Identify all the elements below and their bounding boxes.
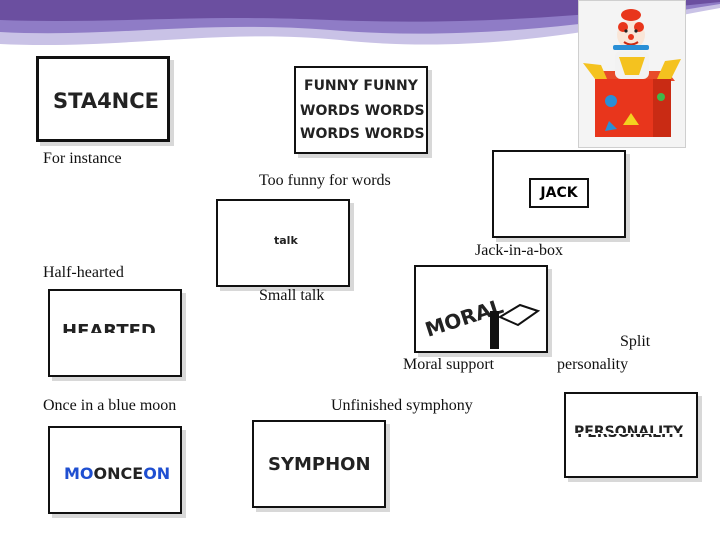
hearted-clip: HEARTED [62, 321, 172, 333]
puzzle-card-moral-support: MORAL [414, 265, 548, 353]
puzzle-line: WORDS WORDS [300, 126, 425, 142]
puzzle-text: SYMPHON [268, 454, 371, 475]
puzzle-card-half-hearted: HEARTED [48, 289, 182, 377]
puzzle-text: JACK [540, 185, 578, 201]
puzzle-card-split-personality: PERSONALITY PERSONALITY [564, 392, 698, 478]
answer-moral-support: Moral support [403, 356, 495, 373]
answer-split-line1: Split [620, 333, 651, 350]
puzzle-text: talk [274, 234, 298, 247]
puzzle-card-stance: STA4NCE [36, 56, 170, 142]
header-wave-decoration [0, 0, 720, 46]
moral-support-drawing: MORAL [422, 294, 541, 349]
jack-in-the-box-icon [579, 1, 685, 147]
answer-split-line2: personality [557, 356, 629, 373]
puzzle-card-blue-moon: MOONCEON [48, 426, 182, 514]
answer-unfinished-symphony: Unfinished symphony [331, 397, 473, 414]
jack-in-the-box-photo [578, 0, 686, 148]
support-pillar [490, 311, 499, 349]
puzzle-card-funny-words: FUNNY FUNNY WORDS WORDS WORDS WORDS [294, 66, 428, 154]
puzzle-card-small-talk: talk [216, 199, 350, 287]
moon-middle: ONCE [93, 464, 144, 483]
personality-top-half: PERSONALITY [574, 424, 683, 433]
jack-inner-box: JACK [529, 178, 589, 208]
answer-for-instance: For instance [43, 150, 122, 167]
answer-too-funny-for-words: Too funny for words [259, 172, 391, 189]
pointing-hand-icon [497, 303, 541, 327]
puzzle-text: STA4NCE [53, 89, 160, 113]
answer-jack-in-a-box: Jack-in-a-box [475, 242, 563, 259]
puzzle-card-symphony: SYMPHON [252, 420, 386, 508]
answer-half-hearted: Half-hearted [43, 264, 124, 281]
puzzle-line: WORDS WORDS [300, 103, 425, 119]
answer-small-talk: Small talk [259, 287, 325, 304]
puzzle-text: HEARTED [62, 321, 156, 333]
moon-word: MOONCEON [64, 464, 170, 483]
personality-bottom-half: PERSONALITY [577, 434, 697, 443]
moon-prefix: MO [64, 464, 94, 483]
moon-suffix: ON [143, 464, 171, 483]
answer-once-in-a-blue-moon: Once in a blue moon [43, 397, 177, 414]
puzzle-line: FUNNY FUNNY [304, 78, 418, 94]
puzzle-card-jack: JACK [492, 150, 626, 238]
